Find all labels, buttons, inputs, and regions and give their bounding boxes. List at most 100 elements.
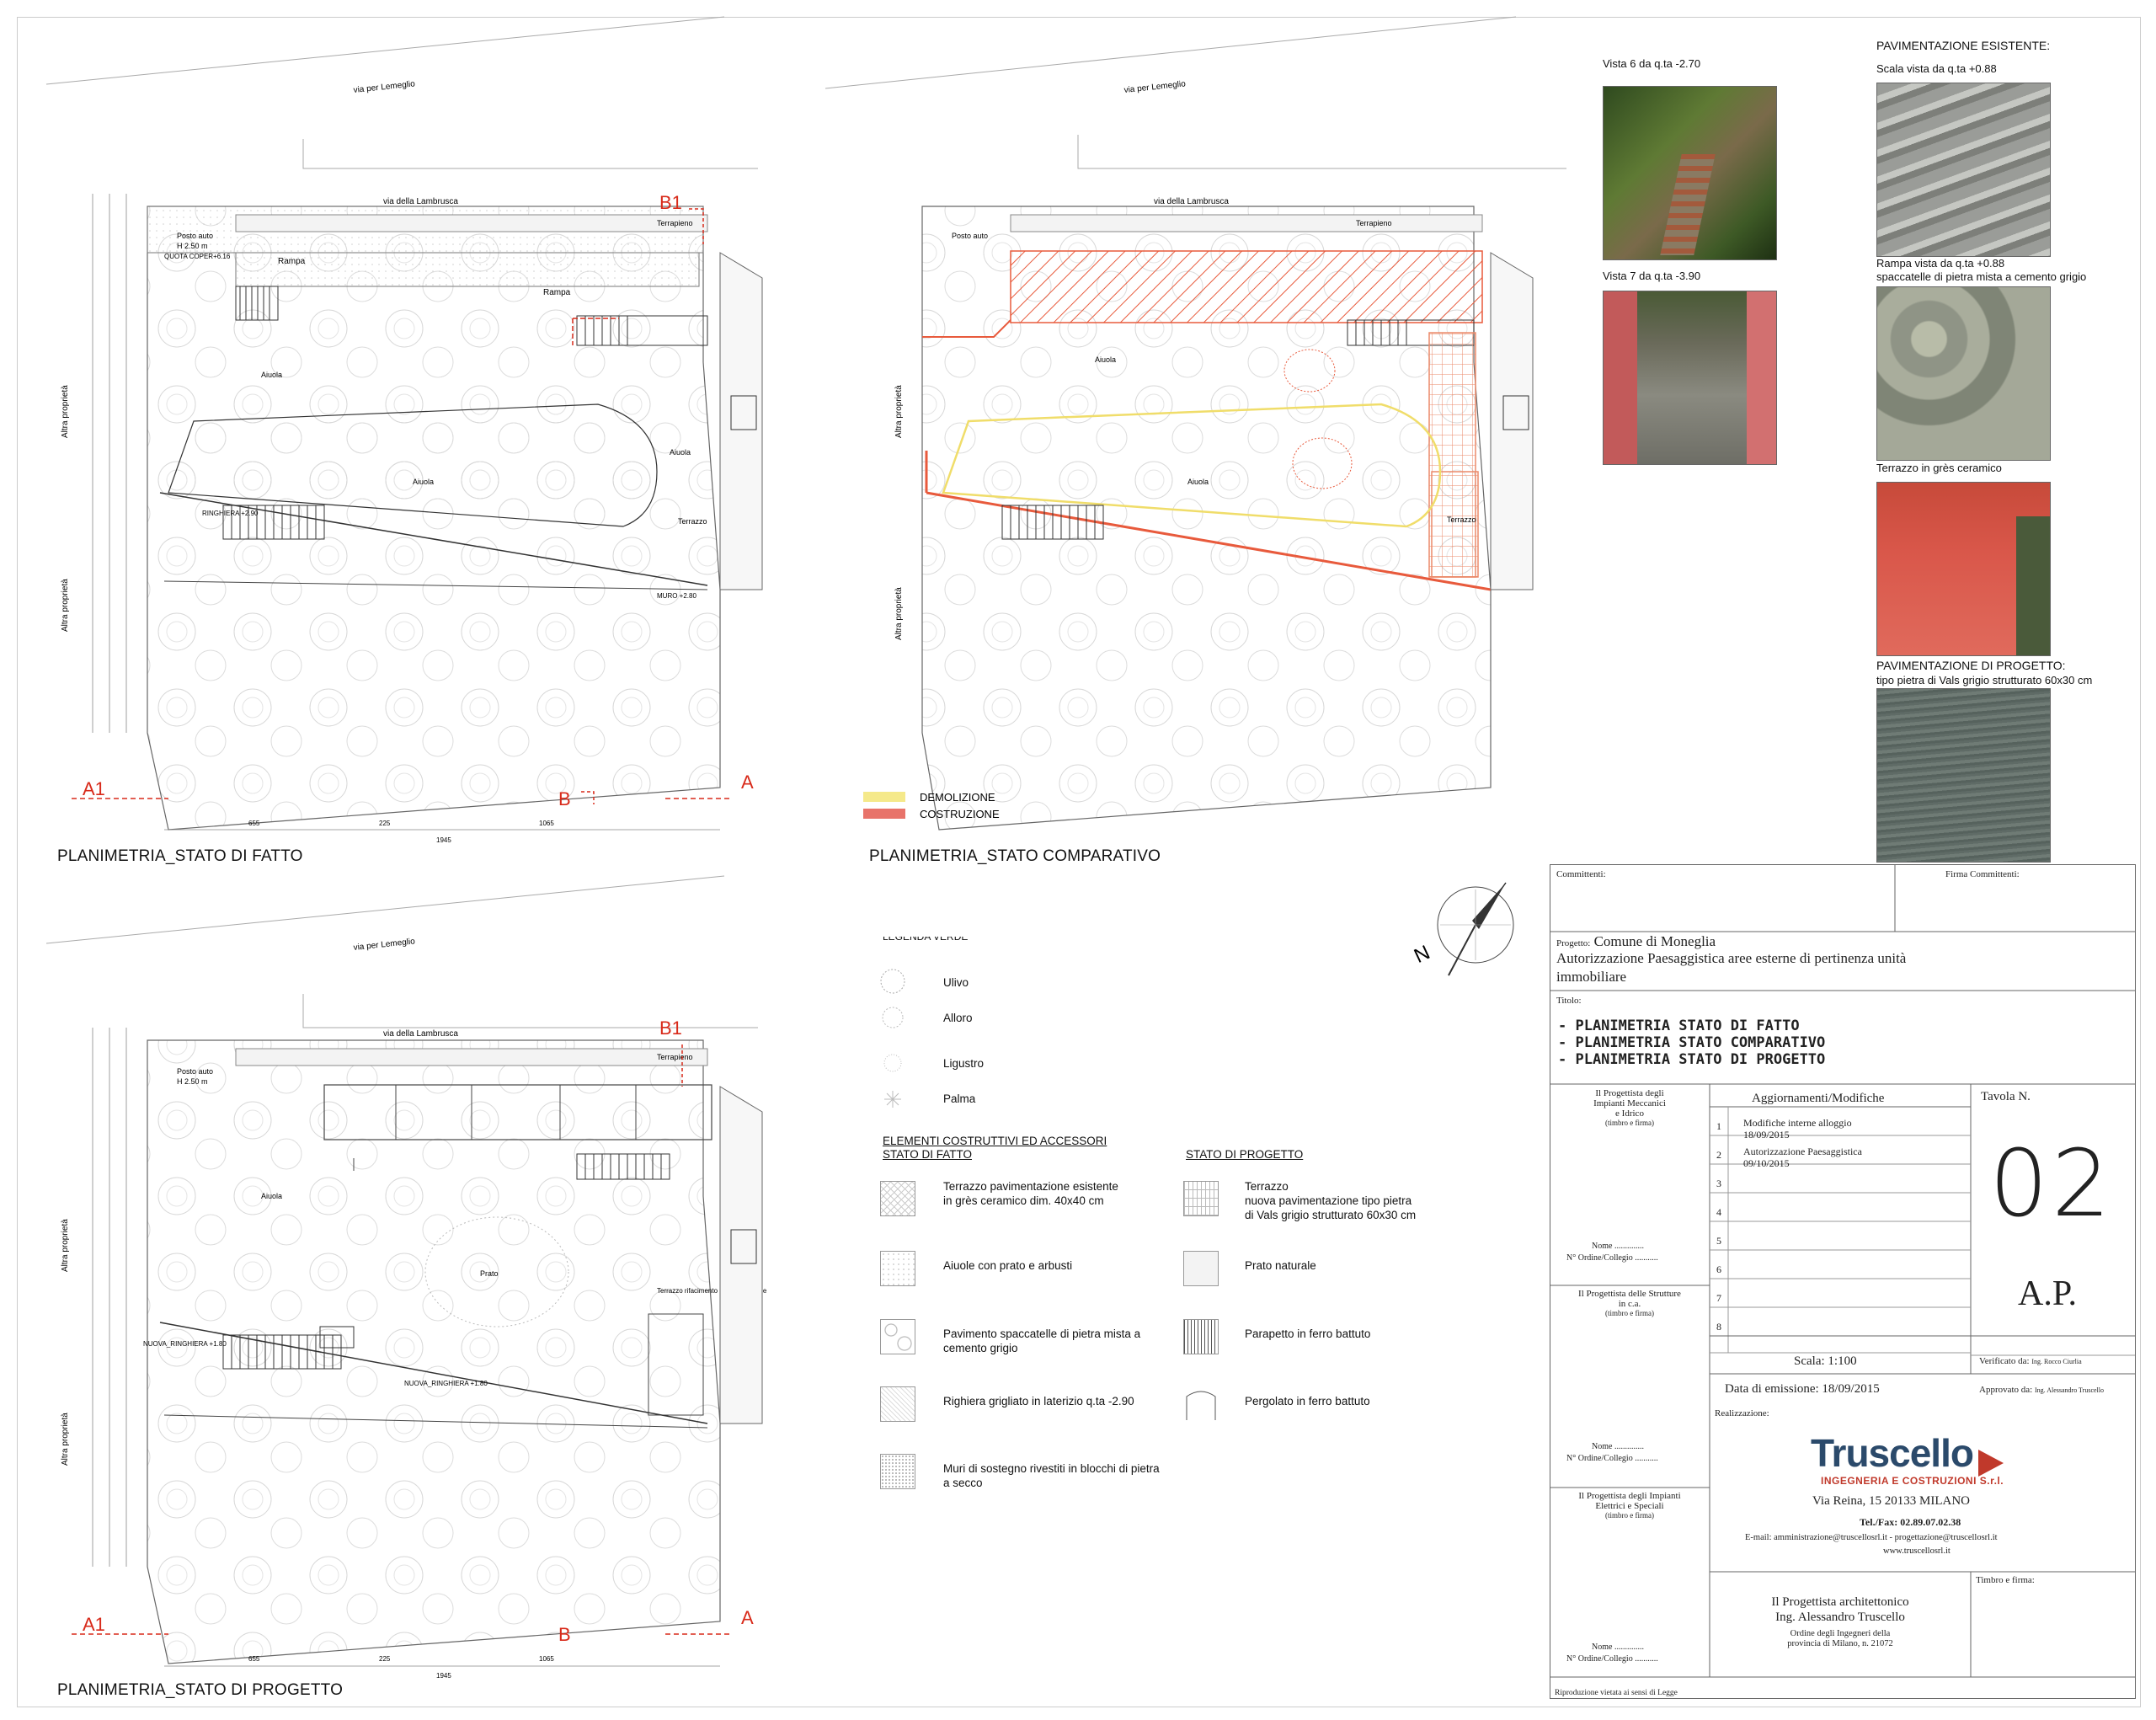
tb-titolo-3: - PLANIMETRIA STATO DI PROGETTO	[1558, 1051, 1826, 1068]
tb-firma-committenti: Firma Committenti:	[1945, 869, 2020, 879]
terrazzo-label: Terrazzo	[678, 517, 707, 526]
legend-terrazzo-prog-3: di Vals grigio strutturato 60x30 cm	[1245, 1209, 1417, 1221]
elementi-heading: ELEMENTI COSTRUTTIVI ED ACCESSORI	[883, 1135, 1107, 1147]
tb-riproduzione: Riproduzione vietata ai sensi di Legge	[1555, 1689, 1678, 1697]
prog-dim-1065: 1065	[539, 1655, 554, 1663]
compass-needle	[1472, 883, 1506, 929]
title-stato-comparativo: PLANIMETRIA_STATO COMPARATIVO	[869, 847, 1161, 865]
tb-verificato-name: Ing. Rocco Ciurlia	[2031, 1358, 2082, 1365]
tb-ele-timbro: (timbro e firma)	[1605, 1511, 1654, 1520]
company-logo: Truscello	[1811, 1430, 2004, 1477]
comp-aiuola-2: Aiuola	[1095, 355, 1116, 364]
comp-terrazzo: Terrazzo	[1447, 515, 1476, 524]
tb-rev2-l2: 09/10/2015	[1743, 1157, 1790, 1169]
tb-aggiornamenti: Aggiornamenti/Modifiche	[1752, 1092, 1885, 1105]
legend-alloro: Alloro	[943, 1012, 973, 1024]
posto-auto-label: Posto auto	[177, 232, 213, 240]
legenda-verde-heading: LEGENDA VERDE	[883, 931, 969, 943]
road-label-top: via per Lemeglio	[353, 79, 416, 95]
tb-arch-2: Ing. Alessandro Truscello	[1775, 1610, 1905, 1624]
comp-terrapieno: Terrapieno	[1356, 219, 1392, 227]
rampa-label: Rampa	[278, 257, 306, 266]
tb-str-2: in c.a.	[1618, 1299, 1641, 1309]
tb-ele-1: Il Progettista degli Impianti	[1578, 1491, 1681, 1501]
compass-label-n: N	[1411, 941, 1433, 968]
prog-terrapieno: Terrapieno	[657, 1053, 693, 1061]
company-name: Truscello	[1811, 1431, 1974, 1475]
tb-verificato-label: Verificato da:	[1979, 1356, 2030, 1366]
quota-label: QUOTA COPER+6.16	[164, 253, 231, 260]
company-web: www.truscellosrl.it	[1883, 1546, 1951, 1556]
swatch-terrazzo-esistente	[880, 1181, 915, 1216]
prog-road-mid: via della Lambrusca	[383, 1029, 458, 1039]
pav-progetto-heading: PAVIMENTAZIONE DI PROGETTO:	[1876, 659, 2066, 672]
legend-ligustro: Ligustro	[943, 1057, 985, 1070]
dim-225: 225	[379, 820, 391, 827]
prog-section-b1: B1	[659, 1018, 682, 1039]
title-stato-di-fatto: PLANIMETRIA_STATO DI FATTO	[57, 847, 303, 865]
tb-rev-num-7: 7	[1716, 1292, 1721, 1304]
dim-1065: 1065	[539, 820, 554, 827]
swatch-muri	[880, 1454, 915, 1489]
prog-nuova-ringhiera-2: NUOVA_RINGHIERA +1.80	[404, 1380, 488, 1387]
tb-approvato-label: Approvato da:	[1979, 1385, 2033, 1395]
tb-rev2-l1: Autorizzazione Paesaggistica	[1743, 1146, 1862, 1157]
legend-spaccatelle-2: cemento grigio	[943, 1342, 1018, 1354]
prog-altra-1: Altra proprietà	[61, 1219, 70, 1272]
tb-progetto-label: Progetto:	[1556, 938, 1591, 948]
tb-rev-num-4: 4	[1716, 1206, 1721, 1218]
dim-655: 655	[248, 820, 260, 827]
prog-dim-655: 655	[248, 1655, 260, 1663]
legend-righiera: Righiera grigliato in laterizio q.ta -2.…	[943, 1395, 1134, 1408]
swatch-aiuole	[880, 1251, 915, 1286]
tb-titolo-label: Titolo:	[1556, 996, 1582, 1006]
tb-str-1: Il Progettista delle Strutture	[1578, 1289, 1681, 1299]
tb-imp-1: Il Progettista degli	[1595, 1088, 1664, 1098]
photo-label-view7: Vista 7 da q.ta -3.90	[1603, 270, 1701, 282]
terrapieno-label: Terrapieno	[657, 219, 693, 227]
posto-auto-h: H 2.50 m	[177, 242, 208, 250]
swatch-spaccatelle	[880, 1319, 915, 1354]
legend-costruzione-swatch	[863, 809, 905, 819]
tb-approvato-name: Ing. Alessandro Truscello	[2034, 1386, 2104, 1394]
road-label-mid: via della Lambrusca	[383, 197, 458, 206]
prog-dim-1945: 1945	[436, 1672, 451, 1680]
swatch-pergolato	[1186, 1391, 1216, 1420]
ringhiera-label: RINGHIERA +2.90	[202, 510, 259, 517]
tb-progetto-comune: Comune di Moneglia	[1593, 933, 1716, 949]
company-address: Via Reina, 15 20133 MILANO	[1812, 1494, 1970, 1508]
dim-1945: 1945	[436, 836, 451, 842]
aiuola-label-right: Aiuola	[670, 448, 691, 457]
title-stato-di-progetto: PLANIMETRIA_STATO DI PROGETTO	[57, 1681, 344, 1699]
tb-rev-num-8: 8	[1716, 1321, 1721, 1333]
legend-muri-1: Muri di sostegno rivestiti in blocchi di…	[943, 1462, 1160, 1475]
photo-terrazzo	[1876, 482, 2051, 656]
tb-imp-3: e Idrico	[1615, 1108, 1644, 1119]
photo-pietra-vals	[1876, 688, 2051, 863]
legend-terrazzo-prog-1: Terrazzo	[1245, 1180, 1289, 1193]
tb-titolo-1: - PLANIMETRIA STATO DI FATTO	[1558, 1018, 1800, 1034]
legend-muri-2: a secco	[943, 1477, 983, 1489]
prog-section-a1: A1	[83, 1614, 105, 1635]
company-sub: INGEGNERIA E COSTRUZIONI S.r.l.	[1821, 1475, 2004, 1487]
prog-terrazzo-rifac: Terrazzo rifacimento pavimentazione	[657, 1287, 767, 1295]
tb-progetto-line2: Autorizzazione Paesaggistica aree estern…	[1556, 950, 1907, 966]
tb-data-emissione: Data di emissione: 18/09/2015	[1725, 1382, 1880, 1396]
prog-section-b: B	[558, 1624, 571, 1645]
company-tel: Tel./Fax: 02.89.07.02.38	[1860, 1516, 1961, 1528]
rampa-label-2: Rampa	[543, 288, 571, 297]
title-block-grid	[1550, 864, 2136, 1699]
legend-palma: Palma	[943, 1092, 976, 1105]
tb-arch-4: provincia di Milano, n. 21072	[1787, 1639, 1893, 1648]
legend-pergolato: Pergolato in ferro battuto	[1245, 1395, 1370, 1408]
tb-str-nome: Nome ..............	[1592, 1442, 1644, 1451]
pav-existing-heading: PAVIMENTAZIONE ESISTENTE:	[1876, 39, 2051, 52]
tb-titolo-2: - PLANIMETRIA STATO COMPARATIVO	[1558, 1034, 1826, 1051]
photo-label-scala: Scala vista da q.ta +0.88	[1876, 62, 1997, 75]
tb-rev-num-5: 5	[1716, 1235, 1721, 1247]
photo-label-terrazzo: Terrazzo in grès ceramico	[1876, 462, 2002, 474]
tb-imp-ordine: N° Ordine/Collegio ...........	[1566, 1253, 1658, 1263]
tb-ele-ordine: N° Ordine/Collegio ...........	[1566, 1654, 1658, 1664]
legend-demolizione-swatch	[863, 792, 905, 802]
